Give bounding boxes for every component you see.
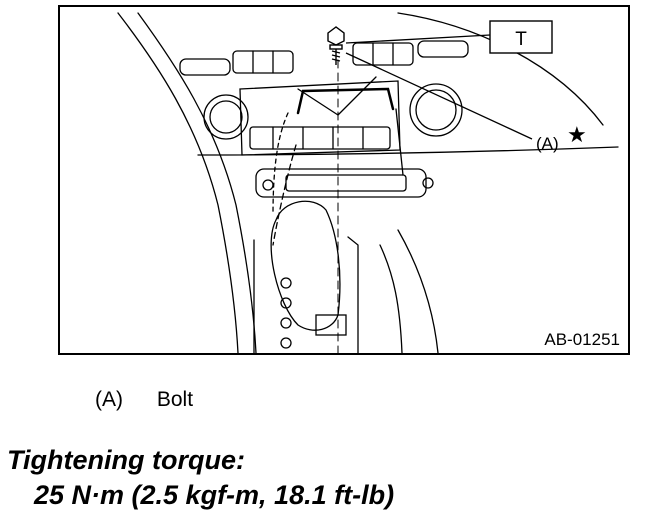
legend-label: Bolt — [156, 388, 194, 411]
figure-id: AB-01251 — [544, 330, 620, 349]
callout-t-box — [489, 20, 553, 54]
torque-title: Tightening torque: — [7, 445, 245, 475]
bolt-icon — [327, 26, 345, 65]
figure-frame — [58, 5, 630, 355]
star-icon: ★ — [567, 123, 587, 148]
callout-t: T — [515, 29, 527, 50]
legend-key: (A) — [95, 388, 123, 411]
leader-line-t — [345, 34, 491, 44]
console-drawing — [117, 12, 619, 354]
legend-item: (A) Bolt — [95, 388, 193, 412]
callout-a: (A) — [536, 134, 559, 153]
leader-line-a — [345, 52, 533, 140]
diagram-figure: T (A) ★ AB-01251 — [58, 5, 630, 355]
torque-value: 25 N·m (2.5 kgf-m, 18.1 ft-lb) — [34, 480, 395, 510]
